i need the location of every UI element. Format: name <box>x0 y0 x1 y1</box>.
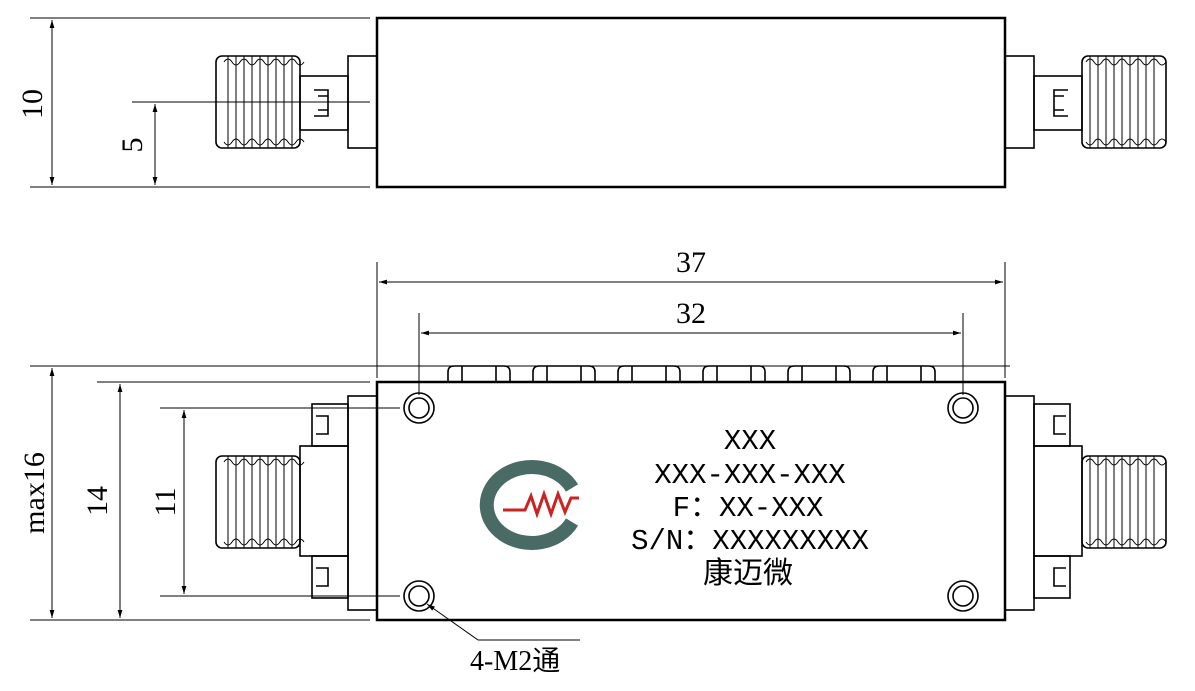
company-logo <box>479 460 579 550</box>
dim-label-hole-spacing-x: 32 <box>676 297 706 330</box>
label-line-5: 康迈微 <box>703 557 793 590</box>
mounting-holes <box>403 392 979 612</box>
front-view: 37 32 max16 14 11 <box>18 246 1167 677</box>
hole-callout-leader <box>426 603 479 641</box>
label-line-3: F：XX-XXX <box>673 492 824 525</box>
logo-wave <box>503 489 579 519</box>
dim-label-height-body: 14 <box>81 486 114 516</box>
dim-label-length-overall: 37 <box>676 246 706 279</box>
sma-connector-right-front <box>1004 395 1167 611</box>
hole-callout-text: 4-M2通 <box>470 646 560 677</box>
dim-label-height-max: max16 <box>18 452 51 534</box>
label-line-4: S/N：XXXXXXXXX <box>631 525 869 558</box>
label-line-2: XXX-XXX-XXX <box>654 459 845 492</box>
logo-ring <box>479 460 579 550</box>
sma-connector-left-top <box>215 55 378 149</box>
sma-connector-right-top <box>1004 55 1167 149</box>
dim-label-height-top: 10 <box>16 89 49 119</box>
dim-label-center-top: 5 <box>116 138 149 153</box>
filter-body-top <box>375 16 1007 189</box>
label-line-1: XXX <box>724 425 776 458</box>
sma-connector-left-front <box>215 395 378 611</box>
tuning-screws <box>447 365 936 382</box>
top-view: 10 5 <box>16 16 1167 189</box>
dim-label-hole-spacing-y: 11 <box>149 488 182 517</box>
